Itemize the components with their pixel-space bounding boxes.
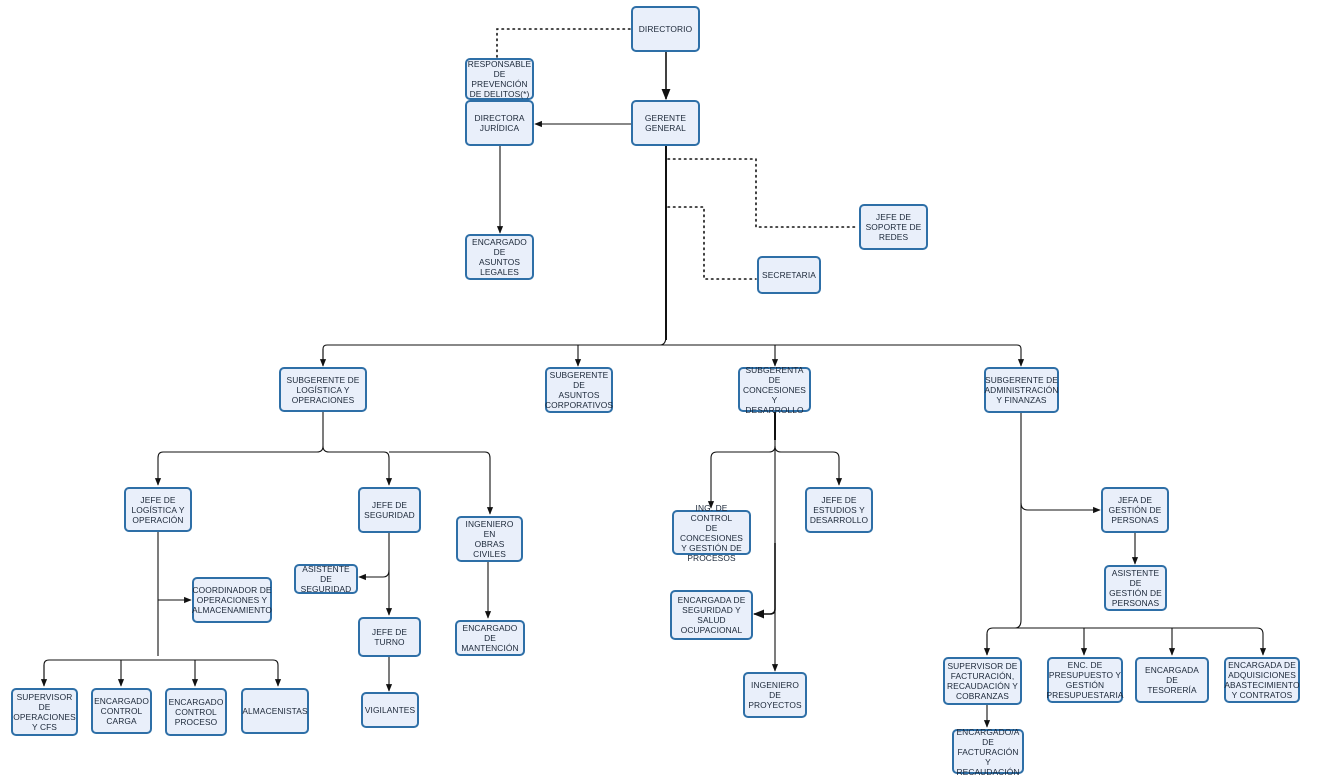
node-directora-juridica[interactable]: DIRECTORA JURÍDICA (465, 100, 534, 146)
node-encargado-control-proceso[interactable]: ENCARGADO CONTROL PROCESO (165, 688, 227, 736)
node-almacenistas[interactable]: ALMACENISTAS (241, 688, 309, 734)
node-jefe-soporte-redes[interactable]: JEFE DE SOPORTE DE REDES (859, 204, 928, 250)
node-ing-control-concesiones[interactable]: ING. DE CONTROL DE CONCESIONES Y GESTIÓN… (672, 503, 751, 563)
connector-logistica-bus (154, 412, 324, 486)
node-ingeniero-proyectos[interactable]: INGENIERO DE PROYECTOS (743, 672, 807, 718)
node-encargada-tesoreria[interactable]: ENCARGADA DE TESORERÍA (1135, 657, 1209, 703)
node-encargado-asuntos-legales[interactable]: ENCARGADO DE ASUNTOS LEGALES (465, 234, 534, 280)
connector-trunk-bus (659, 335, 667, 346)
node-supervisor-operaciones-cfs[interactable]: SUPERVISOR DE OPERACIONES Y CFS (11, 688, 78, 736)
node-coordinador-operaciones[interactable]: COORDINADOR DE OPERACIONES Y ALMACENAMIE… (192, 577, 272, 623)
node-encargado-facturacion-recaudacion[interactable]: ENCARGADO/A DE FACTURACIÓN Y RECAUDACIÓN (952, 727, 1024, 777)
connector-operativos-bus (43, 659, 282, 687)
connector-subgerentes-bus (322, 344, 1025, 367)
node-subgerente-administracion[interactable]: SUBGERENTE DE ADMINISTRACIÓN Y FINANZAS (984, 367, 1059, 413)
dotted-gerente-secretaria (667, 206, 757, 280)
node-asistente-gestion-personas[interactable]: ASISTENTE DE GESTIÓN DE PERSONAS (1104, 565, 1167, 611)
node-subgerente-logistica[interactable]: SUBGERENTE DE LOGÍSTICA Y OPERACIONES (279, 367, 367, 412)
node-encargado-control-carga[interactable]: ENCARGADO CONTROL CARGA (91, 688, 152, 734)
node-directorio[interactable]: DIRECTORIO (631, 6, 700, 52)
node-jefe-seguridad[interactable]: JEFE DE SEGURIDAD (358, 487, 421, 533)
connector-logistica-seguridad (322, 445, 393, 486)
node-responsable-prevencion-delitos[interactable]: RESPONSABLE DE PREVENCIÓN DE DELITOS(*) (465, 58, 534, 100)
node-vigilantes[interactable]: VIGILANTES (361, 692, 419, 728)
connector-asistente-seguridad (358, 569, 390, 581)
node-supervisor-facturacion[interactable]: SUPERVISOR DE FACTURACIÓN, RECAUDACIÓN Y… (943, 657, 1022, 705)
node-gerente-general[interactable]: GERENTE GENERAL (631, 100, 700, 146)
node-jefe-estudios-desarrollo[interactable]: JEFE DE ESTUDIOS Y DESARROLLO (805, 487, 873, 533)
node-jefe-logistica-operacion[interactable]: JEFE DE LOGÍSTICA Y OPERACIÓN (124, 487, 192, 532)
node-encargada-seguridad-salud[interactable]: ENCARGADA DE SEGURIDAD Y SALUD OCUPACION… (670, 590, 753, 640)
node-subgerente-asuntos-corporativos[interactable]: SUBGERENTE DE ASUNTOS CORPORATIVOS (545, 367, 613, 413)
connector-logistica-obras (389, 451, 494, 515)
node-asistente-seguridad[interactable]: ASISTENTE DE SEGURIDAD (294, 564, 358, 594)
node-encargada-adquisiciones[interactable]: ENCARGADA DE ADQUISICIONES ABASTECIMIENT… (1224, 657, 1300, 703)
connector-concesiones-left (707, 445, 776, 509)
node-secretaria[interactable]: SECRETARIA (757, 256, 821, 294)
connector-concesiones-right (774, 445, 843, 486)
node-enc-presupuesto[interactable]: ENC. DE PRESUPUESTO Y GESTIÓN PRESUPUEST… (1046, 657, 1123, 703)
node-jefa-gestion-personas[interactable]: JEFA DE GESTIÓN DE PERSONAS (1101, 487, 1169, 533)
connector-admin-curve (1014, 619, 1022, 629)
node-ingeniero-obras-civiles[interactable]: INGENIERO EN OBRAS CIVILES (456, 516, 523, 562)
connector-jefa-personas (1020, 502, 1101, 514)
dotted-directorio-responsable (496, 28, 631, 58)
connector-admin-bus (986, 627, 1267, 656)
dotted-gerente-soporte (667, 158, 859, 228)
node-encargado-mantencion[interactable]: ENCARGADO DE MANTENCIÓN (455, 620, 525, 656)
node-jefe-turno[interactable]: JEFE DE TURNO (358, 617, 421, 657)
connector-seguridad-salud (752, 543, 776, 619)
node-subgerenta-concesiones[interactable]: SUBGERENTA DE CONCESIONES Y DESARROLLO (738, 365, 811, 415)
